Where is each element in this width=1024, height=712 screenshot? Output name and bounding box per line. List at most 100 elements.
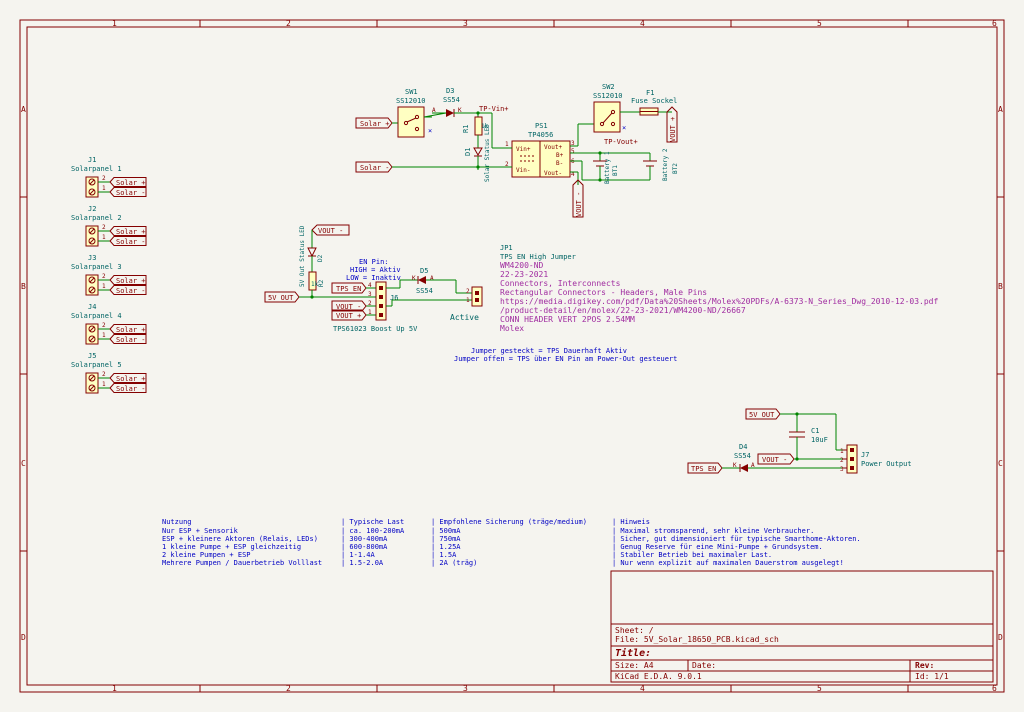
jp1-jumper: 2 1 Active [450, 286, 483, 322]
row-marker-d-right: D [998, 633, 1003, 642]
svg-text:Connectors, Interconnects: Connectors, Interconnects [500, 279, 621, 288]
connector-name: Solarpanel 4 [71, 312, 122, 320]
net-label-solar-plus [109, 324, 147, 334]
connector-name: Solarpanel 2 [71, 214, 122, 222]
svg-text:2: 2 [368, 300, 372, 307]
svg-text:Vin-: Vin- [516, 167, 530, 174]
r2-ref: R2 [318, 279, 325, 287]
screw-terminal-icon [88, 276, 96, 284]
boost-section: VOUT - D2 5V Out Status LED R2 1k 5V_OUT… [264, 224, 938, 363]
en-pin-note: EN Pin: HIGH = Aktiv LOW = Inaktiv [346, 258, 401, 282]
col-marker-3: 3 [463, 19, 468, 28]
c1-value: 10uF [811, 436, 828, 444]
svg-text:VOUT -: VOUT - [762, 456, 787, 464]
pin-number: 1 [102, 283, 106, 290]
net-label-solar-plus [109, 177, 147, 187]
connector-ref: J5 [88, 352, 96, 360]
title-kicad-version: KiCad E.D.A. 9.0.1 [615, 672, 702, 681]
svg-text:TPS EN High Jumper: TPS EN High Jumper [500, 253, 576, 261]
svg-text:TPS_EN: TPS_EN [691, 465, 716, 473]
table-col1-row: ESP + kleinere Aktoren (Relais, LEDs) [162, 535, 318, 543]
pin-number: 2 [102, 224, 106, 231]
net-label-solar-minus [109, 383, 147, 393]
solar-minus-label: Solar - [355, 161, 393, 173]
table-col3-row: | 500mA [431, 527, 461, 535]
table-col3-row: | 1.5A [431, 551, 457, 559]
pin-number: 1 [102, 332, 106, 339]
screw-terminal-icon [88, 384, 96, 392]
d4-diode: D4 SS54 K A [733, 443, 755, 472]
svg-text:VOUT -: VOUT - [318, 227, 343, 235]
svg-text:2: 2 [505, 161, 509, 168]
vout-minus-label-j6: VOUT - [331, 300, 367, 312]
solar-minus-text: Solar - [116, 238, 146, 246]
svg-text:TPS_EN: TPS_EN [336, 285, 361, 293]
net-label-solar-plus [109, 373, 147, 383]
col-marker-1-bottom: 1 [112, 684, 117, 693]
screw-terminal-icon [88, 325, 96, 333]
table-col3-row: | 1.25A [431, 543, 461, 551]
j7-connector: 1 2 3 J7 Power Output [840, 444, 912, 474]
row-marker-c: C [21, 459, 26, 468]
fuse-recommendation-table: Nutzung Nur ESP + Sensorik ESP + kleiner… [162, 518, 861, 567]
row-marker-a: A [21, 105, 26, 114]
net-label-solar-plus [109, 226, 147, 236]
f1-fuse: F1 Fuse Sockel [631, 89, 677, 116]
d4-ref: D4 [739, 443, 747, 451]
bt1-ref: BT1 [612, 165, 619, 176]
bt1-value: Battery 1 [604, 151, 611, 184]
svg-text:VOUT +: VOUT + [669, 117, 677, 142]
solar-plus-text: Solar + [116, 277, 146, 285]
connector-ref: J1 [88, 156, 96, 164]
j7-ref: J7 [861, 451, 869, 459]
net-label-solar-minus [109, 187, 147, 197]
connector-ref: J2 [88, 205, 96, 213]
bt1-battery: Battery 1 BT1 [593, 151, 619, 184]
col-marker-4-bottom: 4 [640, 684, 645, 693]
col-marker-2: 2 [286, 19, 291, 28]
svg-text:https://media.digikey.com/pdf/: https://media.digikey.com/pdf/Data%20She… [500, 297, 938, 306]
svg-text:WM4200-ND: WM4200-ND [500, 261, 544, 270]
table-col4-row: | Genug Reserve für eine Mini-Pumpe + Gr… [612, 543, 823, 551]
svg-text:1: 1 [368, 309, 372, 316]
title-rev: Rev: [915, 661, 934, 670]
row-marker-b-right: B [998, 282, 1003, 291]
connector-body [85, 225, 99, 247]
vout-plus-label: VOUT + [666, 106, 678, 143]
bt2-ref: BT2 [672, 163, 679, 174]
connector-ref: J3 [88, 254, 96, 262]
svg-text:22-23-2021: 22-23-2021 [500, 270, 548, 279]
jp1-part-info: WM4200-ND 22-23-2021 Connectors, Interco… [500, 261, 938, 333]
table-col1-row: 1 kleine Pumpe + ESP gleichzeitig [162, 543, 301, 551]
table-col2-row: | 600-800mA [341, 543, 388, 551]
out-5v-label-mid: 5V_OUT [264, 291, 300, 303]
title-size: Size: A4 [615, 661, 654, 670]
ps1-tp4056-module: PS1 TP4056 Vin+ Vin- Vout+ B+ B- Vout- 1… [505, 122, 575, 178]
svg-text:VOUT +: VOUT + [336, 312, 361, 320]
solar-plus-text: Solar + [116, 375, 146, 383]
screw-terminal-icon [88, 374, 96, 382]
svg-text:K: K [733, 462, 737, 469]
sw2-switch: × SW2 SS12010 [593, 83, 626, 133]
svg-text:3: 3 [840, 466, 844, 473]
col-marker-5-bottom: 5 [817, 684, 822, 693]
c1-capacitor: C1 10uF [789, 427, 828, 444]
sw2-value: SS12010 [593, 92, 623, 100]
solar-plus-text: Solar + [116, 228, 146, 236]
table-col2-row: | ca. 100-200mA [341, 527, 405, 535]
svg-text:A: A [430, 275, 434, 282]
svg-text:×: × [428, 127, 432, 135]
d3-ref: D3 [446, 87, 454, 95]
col-marker-6-bottom: 6 [992, 684, 997, 693]
title-file: File: 5V_Solar_18650_PCB.kicad_sch [615, 635, 779, 644]
title-id: Id: 1/1 [915, 672, 949, 681]
j6-connector: 4 3 2 1 J6 TPS61023 Boost Up 5V [333, 281, 418, 333]
svg-text:2: 2 [466, 288, 470, 295]
svg-text:×: × [622, 124, 626, 132]
input-section: Solar + × SW1 SS12010 D3 SS54 A K TP-Vin… [355, 83, 679, 218]
title-date: Date: [692, 661, 716, 670]
j7-value: Power Output [861, 460, 912, 468]
